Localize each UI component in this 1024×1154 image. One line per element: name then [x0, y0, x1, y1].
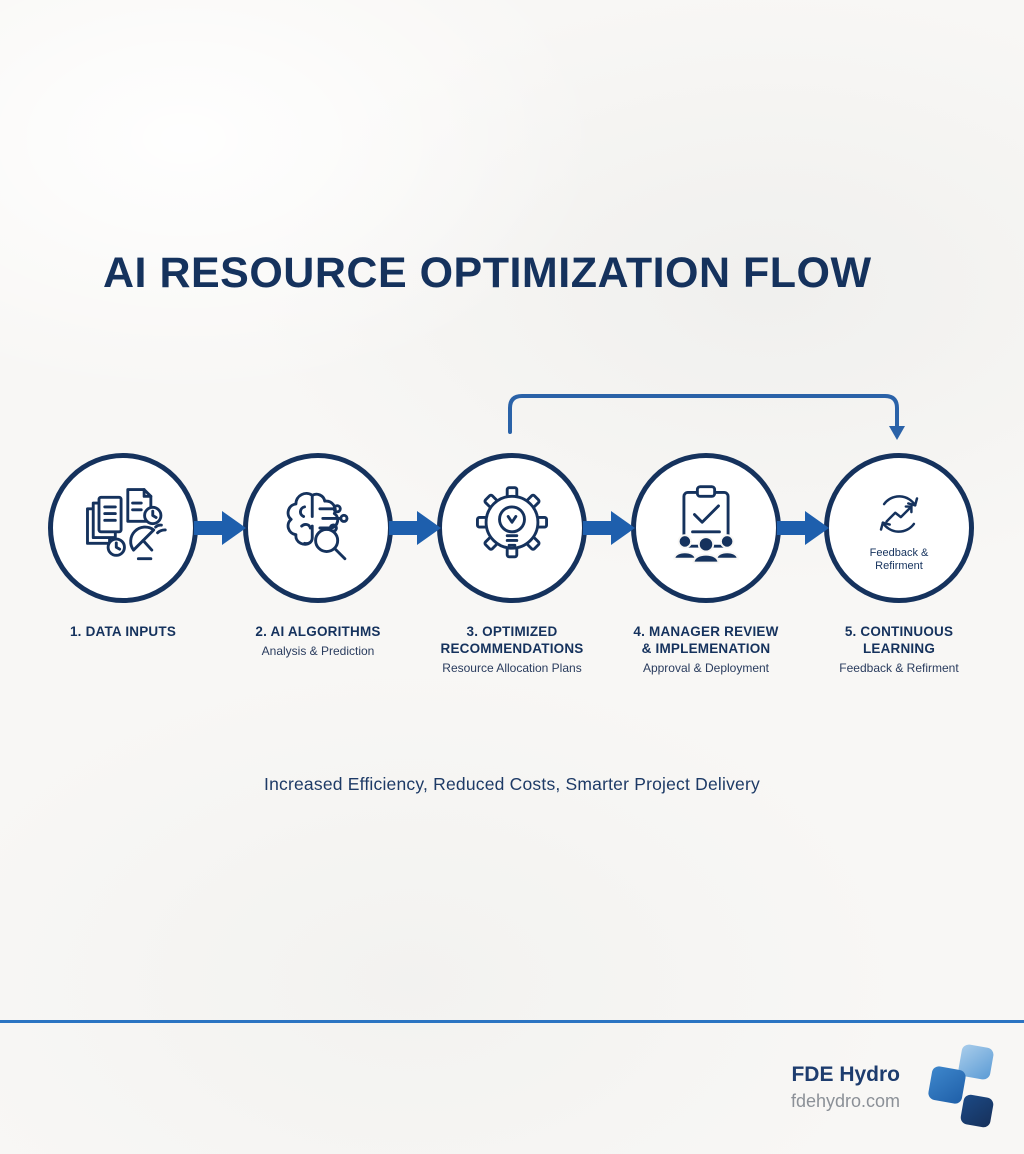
step-label-line2: RECOMMENDATIONS: [440, 641, 584, 656]
cycle-growth-icon: [879, 495, 919, 533]
step-continuous-learning: Feedback & Refirment 5. CONTINUOUS LEARN…: [799, 453, 999, 676]
step-label: 4. MANAGER REVIEW & IMPLEMENATION: [606, 623, 806, 657]
step-label-line1: 2. AI ALGORITHMS: [255, 624, 381, 639]
step-subtitle: Resource Allocation Plans: [442, 661, 582, 675]
flow-arrow-icon: [777, 511, 829, 545]
feedback-loop-arrow-icon: [508, 394, 905, 440]
step-circle: Feedback & Refirment: [824, 453, 974, 603]
brand-website: fdehydro.com: [790, 1091, 900, 1111]
step-manager-review: 4. MANAGER REVIEW & IMPLEMENATION Approv…: [606, 453, 806, 676]
flow-arrow-icon: [583, 511, 635, 545]
step-label: 2. AI ALGORITHMS: [218, 623, 418, 640]
step-label-line1: 3. OPTIMIZED: [466, 624, 558, 639]
gear-lightbulb-icon: [476, 486, 548, 559]
brand-name: FDE Hydro: [791, 1063, 900, 1086]
footer-divider: [0, 1020, 1024, 1023]
clipboard-team-icon: [673, 485, 739, 564]
step-label-line1: 5. CONTINUOUS: [844, 624, 954, 639]
ai-brain-circuit-icon: [286, 492, 349, 561]
step-circle: [243, 453, 393, 603]
step-label: 1. DATA INPUTS: [23, 623, 223, 640]
step-subtitle: Approval & Deployment: [642, 661, 770, 675]
page-title: AI RESOURCE OPTIMIZATION FLOW: [103, 249, 872, 297]
step-circle: [437, 453, 587, 603]
inner-caption-line1: Feedback &: [869, 547, 929, 559]
flow-arrow-icon: [389, 511, 441, 545]
footer-brand-block: FDE Hydro fdehydro.com: [791, 1063, 900, 1112]
step-circle: [631, 453, 781, 603]
step-optimized-recommendations: 3. OPTIMIZED RECOMMENDATIONS Resource Al…: [412, 453, 612, 676]
step-data-inputs: 1. DATA INPUTS: [23, 453, 223, 640]
step-ai-algorithms: 2. AI ALGORITHMS Analysis & Prediction: [218, 453, 418, 659]
step-subtitle: Feedback & Refirment: [839, 661, 959, 675]
step-label: 5. CONTINUOUS LEARNING: [799, 623, 999, 657]
documents-clock-satellite-icon: [86, 488, 167, 561]
step-label-line2: LEARNING: [862, 641, 936, 656]
step-label: 3. OPTIMIZED RECOMMENDATIONS: [412, 623, 612, 657]
flow-arrow-icon: [194, 511, 246, 545]
step-subtitle: Analysis & Prediction: [261, 644, 375, 658]
inner-caption-line2: Refirment: [875, 560, 923, 572]
circle-inner-caption: Feedback & Refirment: [870, 547, 929, 573]
tagline: Increased Efficiency, Reduced Costs, Sma…: [264, 774, 760, 794]
step-label-line2: & IMPLEMENATION: [641, 641, 771, 656]
fde-hydro-logo-icon: [928, 1044, 994, 1128]
step-label-line1: 1. DATA INPUTS: [69, 624, 177, 639]
step-circle: [48, 453, 198, 603]
step-label-line1: 4. MANAGER REVIEW: [633, 624, 779, 639]
